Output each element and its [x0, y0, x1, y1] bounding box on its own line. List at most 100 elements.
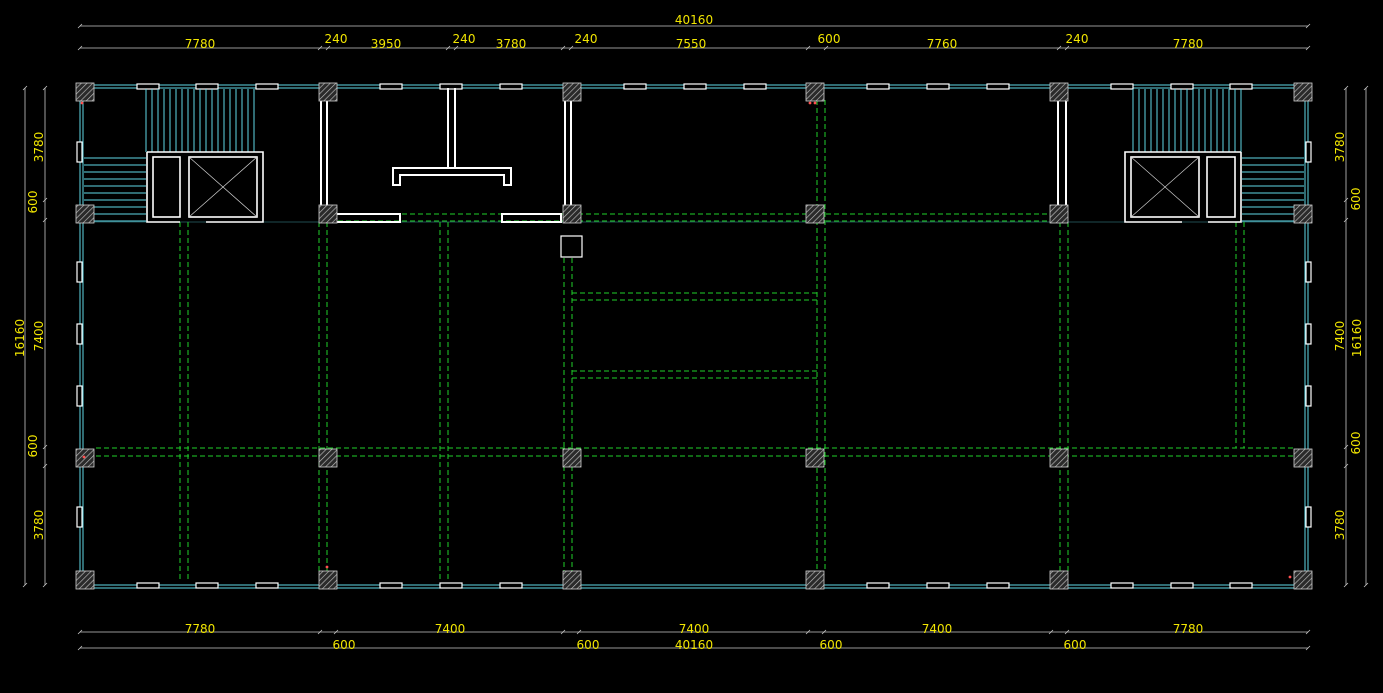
column[interactable] [562, 570, 582, 590]
left-elevator[interactable] [146, 151, 264, 223]
window[interactable] [1305, 506, 1312, 528]
window[interactable] [866, 83, 890, 90]
column[interactable] [318, 204, 338, 224]
dim-bottom-col-3: 600 [820, 638, 843, 652]
dim-right-seg-5: 3780 [1333, 510, 1347, 541]
beam-lines[interactable] [96, 100, 1296, 582]
column[interactable] [75, 204, 95, 224]
top-ticks [77, 45, 1311, 51]
column[interactable] [1049, 448, 1069, 468]
window[interactable] [866, 582, 890, 589]
window[interactable] [1110, 582, 1134, 589]
window[interactable] [1170, 582, 1194, 589]
dim-left-seg-1: 3780 [32, 132, 46, 163]
column[interactable] [562, 204, 582, 224]
window[interactable] [136, 83, 160, 90]
column[interactable] [1293, 570, 1313, 590]
column[interactable] [1049, 82, 1069, 102]
bottom-dimensions: 7780 7400 7400 7400 7780 600 600 40160 6… [77, 622, 1311, 652]
dim-bottom-col-4: 600 [1064, 638, 1087, 652]
window[interactable] [743, 83, 767, 90]
column[interactable] [805, 570, 825, 590]
window[interactable] [499, 83, 523, 90]
column[interactable] [1049, 570, 1069, 590]
window[interactable] [683, 83, 707, 90]
window[interactable] [499, 582, 523, 589]
window[interactable] [1110, 83, 1134, 90]
window[interactable] [379, 83, 403, 90]
window[interactable] [1305, 261, 1312, 283]
t-counter[interactable] [392, 88, 512, 186]
window[interactable] [76, 141, 83, 163]
left-dimensions: 16160 3780 600 7400 600 3780 [13, 85, 48, 588]
window[interactable] [1305, 141, 1312, 163]
window[interactable] [76, 323, 83, 345]
dim-bottom-seg-4: 7400 [922, 622, 953, 636]
window[interactable] [76, 261, 83, 283]
column[interactable] [318, 570, 338, 590]
windows[interactable] [76, 83, 1312, 589]
left-staircase[interactable] [84, 89, 255, 222]
dim-right-seg-2: 600 [1349, 188, 1363, 211]
column[interactable] [562, 448, 582, 468]
window[interactable] [1170, 83, 1194, 90]
right-elevator[interactable] [1124, 151, 1242, 223]
window[interactable] [1305, 385, 1312, 407]
window[interactable] [76, 385, 83, 407]
column[interactable] [1293, 82, 1313, 102]
window[interactable] [623, 83, 647, 90]
dim-left-seg-5: 3780 [32, 510, 46, 541]
window[interactable] [439, 582, 463, 589]
window[interactable] [255, 83, 279, 90]
dim-top-total: 40160 [675, 13, 713, 27]
window[interactable] [926, 582, 950, 589]
window[interactable] [926, 83, 950, 90]
columns[interactable] [75, 82, 1313, 590]
small-shaft[interactable] [560, 235, 583, 258]
column[interactable] [75, 82, 95, 102]
column[interactable] [805, 82, 825, 102]
dim-right-seg-4: 600 [1349, 432, 1363, 455]
central-room-walls[interactable] [320, 100, 1067, 223]
column[interactable] [75, 448, 95, 468]
dim-top-seg-4: 240 [453, 32, 476, 46]
column[interactable] [318, 82, 338, 102]
window[interactable] [195, 582, 219, 589]
column-markers [80, 101, 1292, 579]
column[interactable] [1049, 204, 1069, 224]
dim-bottom-seg-3: 7400 [679, 622, 710, 636]
top-dimensions: 40160 7780 240 3950 240 3780 240 7550 60… [77, 13, 1311, 51]
right-staircase[interactable] [1132, 89, 1304, 222]
column[interactable] [805, 448, 825, 468]
window[interactable] [379, 582, 403, 589]
window[interactable] [986, 582, 1010, 589]
column[interactable] [75, 570, 95, 590]
window[interactable] [1229, 83, 1253, 90]
window[interactable] [136, 582, 160, 589]
dim-bottom-seg-5: 7780 [1173, 622, 1204, 636]
column[interactable] [318, 448, 338, 468]
window[interactable] [986, 83, 1010, 90]
window[interactable] [76, 506, 83, 528]
window[interactable] [195, 83, 219, 90]
dim-top-seg-7: 7550 [676, 37, 707, 51]
dim-right-total: 16160 [1350, 319, 1364, 357]
dim-right-seg-1: 3780 [1333, 132, 1347, 163]
window[interactable] [1305, 323, 1312, 345]
dim-left-seg-4: 600 [26, 435, 40, 458]
window[interactable] [1229, 582, 1253, 589]
dim-bottom-col-2: 600 [577, 638, 600, 652]
dim-top-seg-3: 3950 [371, 37, 402, 51]
outer-walls[interactable] [79, 84, 1309, 589]
dim-top-seg-2: 240 [325, 32, 348, 46]
column[interactable] [1293, 448, 1313, 468]
window[interactable] [439, 83, 463, 90]
dim-left-total: 16160 [13, 319, 27, 357]
dim-bottom-col-1: 600 [333, 638, 356, 652]
dim-top-seg-5: 3780 [496, 37, 527, 51]
window[interactable] [255, 582, 279, 589]
column[interactable] [1293, 204, 1313, 224]
column[interactable] [562, 82, 582, 102]
column[interactable] [805, 204, 825, 224]
